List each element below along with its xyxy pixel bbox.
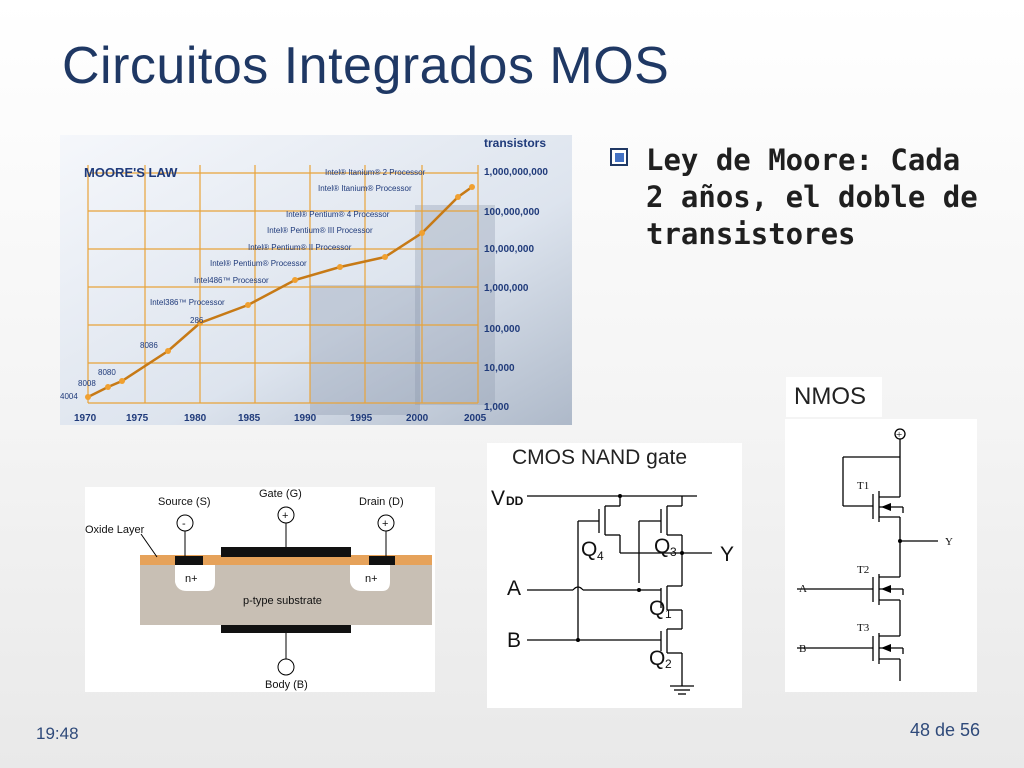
q3-label: Q	[654, 535, 670, 558]
y-tick: 100,000,000	[484, 207, 540, 218]
x-tick: 2000	[406, 413, 429, 424]
moore-y-header: transistors	[484, 136, 546, 150]
source-label: Source (S)	[158, 496, 211, 508]
x-tick: 1990	[294, 413, 317, 424]
oxide-label: Oxide Layer	[85, 524, 145, 536]
point-label: Intel386™ Processor	[150, 298, 225, 307]
input-a-label: A	[799, 583, 807, 595]
cmos-title: CMOS NAND gate	[512, 446, 688, 469]
y-tick: 1,000,000,000	[484, 167, 548, 178]
q2-label: Q	[649, 647, 665, 670]
vdd-plus: +	[896, 429, 902, 441]
point-label: 4004	[60, 392, 78, 401]
x-tick: 1970	[74, 413, 97, 424]
point-label: Intel® Pentium® 4 Processor	[286, 210, 390, 219]
nmos-tag: NMOS	[786, 377, 882, 417]
checkbox-bullet-icon	[610, 148, 628, 166]
moores-law-image: MOORE'S LAW transistors 1,000,000,000 10…	[60, 135, 572, 425]
q4-subscript: 4	[597, 549, 604, 563]
t2-label: T2	[857, 564, 869, 576]
q1-label: Q	[649, 597, 665, 620]
footer-time: 19:48	[36, 724, 79, 743]
x-tick: 1975	[126, 413, 149, 424]
t3-label: T3	[857, 622, 870, 634]
bullet-text: Ley de Moore: Cada 2 años, el doble de t…	[646, 143, 978, 251]
y-tick: 10,000,000	[484, 244, 534, 255]
y-tick: 1,000,000	[484, 283, 529, 294]
plus-sign: +	[282, 510, 288, 522]
point-label: 8086	[140, 341, 158, 350]
cmos-nand-diagram: V DD Q 4 Q 3 Q 1 Q 2 A B Y	[487, 443, 742, 708]
y-tick: 10,000	[484, 363, 515, 374]
point-label: Intel® Pentium® II Processor	[248, 243, 352, 252]
output-y-label: Y	[720, 543, 734, 566]
input-a-label: A	[507, 577, 521, 600]
input-b-label: B	[507, 629, 521, 652]
x-tick: 1980	[184, 413, 207, 424]
mosfet-cross-section: - + + Source (S) Gate (G) Drain (D) Oxid…	[85, 487, 435, 692]
body-label: Body (B)	[265, 679, 308, 691]
minus-sign: -	[182, 518, 186, 530]
point-label: 286	[190, 316, 204, 325]
output-y-label: Y	[945, 536, 953, 548]
q2-subscript: 2	[665, 657, 672, 671]
q4-label: Q	[581, 538, 597, 561]
nmos-nand-diagram: + T1 T2 T3 A B Y	[785, 419, 977, 692]
y-tick: 1,000	[484, 402, 509, 413]
y-tick: 100,000	[484, 324, 521, 335]
substrate-label: p-type substrate	[243, 595, 322, 607]
point-label: 8080	[98, 368, 116, 377]
point-label: Intel® Itanium® Processor	[318, 184, 412, 193]
drain-label: Drain (D)	[359, 496, 404, 508]
vdd-label: V	[491, 487, 505, 510]
slide-title: Circuitos Integrados MOS	[62, 37, 670, 95]
n-plus-left: n+	[185, 573, 198, 585]
point-label: 8008	[78, 379, 96, 388]
point-label: Intel® Itanium® 2 Processor	[325, 168, 426, 177]
t1-label: T1	[857, 480, 869, 492]
gate-label: Gate (G)	[259, 488, 302, 500]
x-tick: 1985	[238, 413, 261, 424]
x-tick: 2005	[464, 413, 487, 424]
input-b-label: B	[799, 643, 806, 655]
page-number: 48 de 56	[910, 720, 981, 740]
vdd-subscript: DD	[506, 494, 524, 508]
x-tick: 1995	[350, 413, 373, 424]
moore-heading: MOORE'S LAW	[84, 165, 178, 180]
q3-subscript: 3	[670, 545, 677, 559]
point-label: Intel® Pentium® III Processor	[267, 226, 373, 235]
q1-subscript: 1	[665, 607, 672, 621]
point-label: Intel® Pentium® Processor	[210, 259, 307, 268]
n-plus-right: n+	[365, 573, 378, 585]
plus-sign: +	[382, 518, 388, 530]
point-label: Intel486™ Processor	[194, 276, 269, 285]
